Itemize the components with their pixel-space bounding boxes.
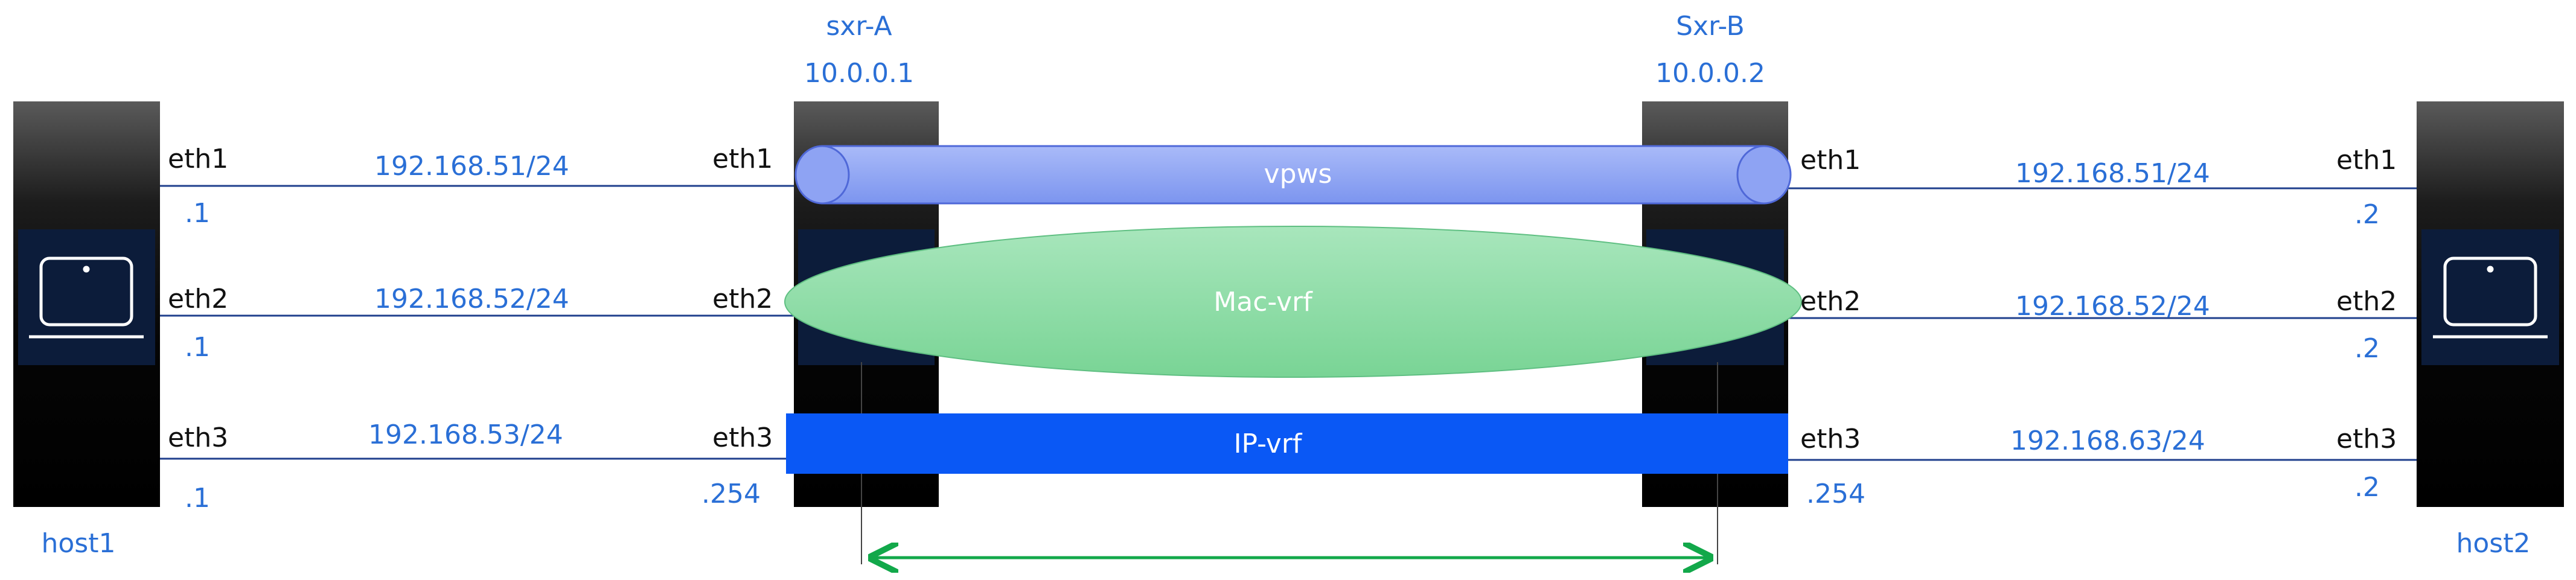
router-a-if-eth3: eth3 xyxy=(712,422,773,453)
router-b-if-eth1: eth1 xyxy=(1800,145,1861,176)
left-labels: eth1 192.168.51/24 .1 eth1 eth2 192.168.… xyxy=(168,144,773,514)
left-subnet-3: 192.168.53/24 xyxy=(368,419,563,450)
host2-if-eth1: eth1 xyxy=(2336,145,2397,176)
host2-addr-2: .2 xyxy=(2354,333,2380,364)
router-b-addr-3: .254 xyxy=(1806,479,1865,509)
host1-if-eth1: eth1 xyxy=(168,144,228,174)
host2-addr-1: .2 xyxy=(2354,199,2380,230)
router-a-name: sxr-A xyxy=(826,11,892,42)
right-labels: eth1 192.168.51/24 .2 eth1 eth2 192.168.… xyxy=(1800,145,2397,509)
router-b-if-eth2: eth2 xyxy=(1800,286,1861,317)
left-subnet-1: 192.168.51/24 xyxy=(374,151,569,182)
ip-vrf-domain: IP-vrf xyxy=(786,413,1788,474)
left-subnet-2: 192.168.52/24 xyxy=(374,284,569,314)
laptop-icon xyxy=(2433,257,2548,339)
router-a-if-eth2: eth2 xyxy=(712,284,773,314)
host1-screen-panel xyxy=(18,229,155,365)
vpws-tunnel: vpws xyxy=(794,145,1792,205)
host2-screen-panel xyxy=(2421,229,2559,365)
host1-addr-2: .1 xyxy=(185,332,210,363)
host1-if-eth3: eth3 xyxy=(168,422,228,453)
router-a-ip: 10.0.0.1 xyxy=(804,58,914,89)
mac-vrf-domain: Mac-vrf xyxy=(784,226,1802,378)
host1-addr-1: .1 xyxy=(185,198,210,229)
ip-vrf-label: IP-vrf xyxy=(1234,429,1303,459)
right-subnet-1: 192.168.51/24 xyxy=(2015,158,2210,189)
router-b-ip: 10.0.0.2 xyxy=(1655,58,1765,89)
router-a-addr-3: .254 xyxy=(702,479,761,509)
host2-if-eth3: eth3 xyxy=(2336,424,2397,454)
host2-device xyxy=(2417,101,2564,507)
laptop-icon xyxy=(29,257,144,339)
host2-addr-3: .2 xyxy=(2354,472,2380,503)
right-subnet-2: 192.168.52/24 xyxy=(2015,291,2210,322)
router-b-name: Sxr-B xyxy=(1676,11,1745,42)
host2-if-eth2: eth2 xyxy=(2336,286,2397,317)
router-b-if-eth3: eth3 xyxy=(1800,424,1861,454)
router-a-if-eth1: eth1 xyxy=(712,144,773,174)
vpws-label: vpws xyxy=(1264,159,1332,190)
host1-device xyxy=(13,101,160,507)
host1-name: host1 xyxy=(42,528,116,559)
right-subnet-3: 192.168.63/24 xyxy=(2010,425,2205,456)
host1-addr-3: .1 xyxy=(185,483,210,514)
links xyxy=(160,185,2417,461)
host1-if-eth2: eth2 xyxy=(168,284,228,314)
host2-name: host2 xyxy=(2456,528,2531,559)
mac-vrf-label: Mac-vrf xyxy=(1213,287,1313,317)
